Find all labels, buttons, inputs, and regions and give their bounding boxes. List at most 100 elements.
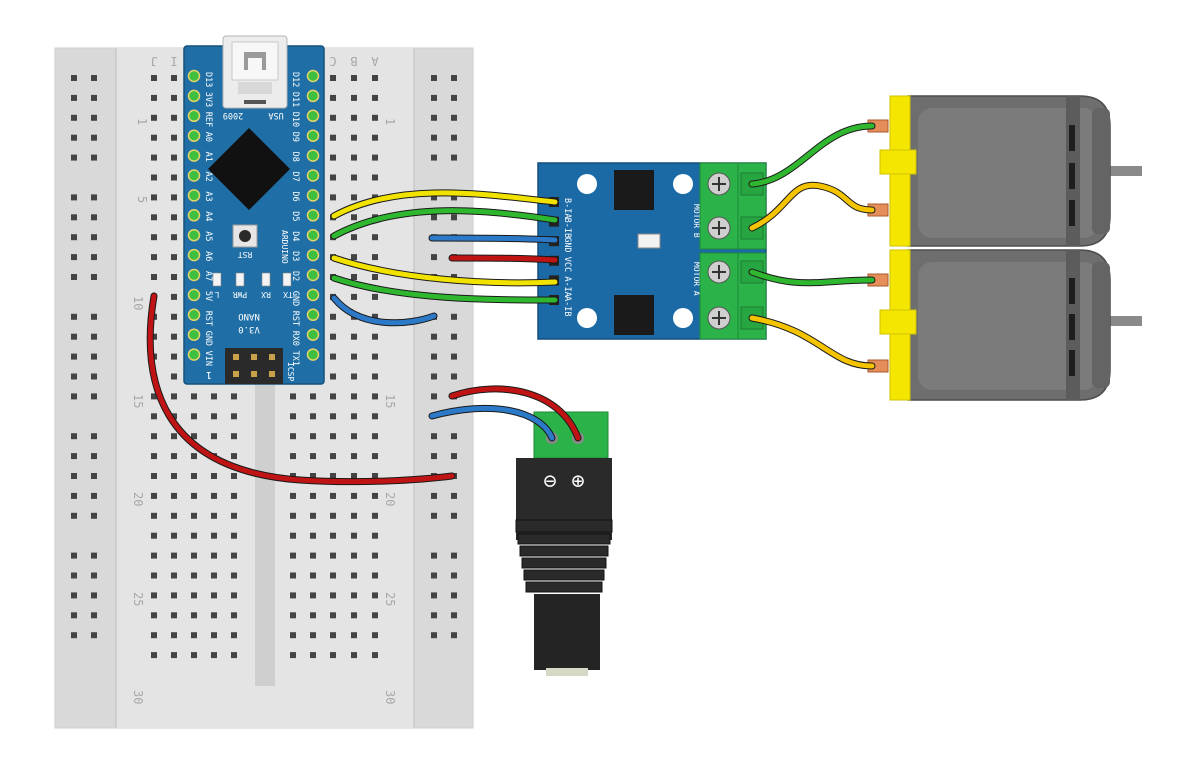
terminal-hole (330, 552, 336, 559)
rail-hole (431, 254, 437, 261)
nano-pin-right (306, 228, 320, 242)
terminal-hole (231, 433, 237, 440)
terminal-hole (191, 632, 197, 639)
nano-pin-label-left: RST (203, 311, 213, 326)
terminal-hole (231, 413, 237, 420)
terminal-hole (151, 254, 157, 261)
motor-b-label: MOTOR B (692, 204, 701, 238)
terminal-hole (151, 214, 157, 221)
mount-hole-icon (673, 174, 693, 194)
nano-pin-right (306, 308, 320, 322)
rail-hole (91, 552, 97, 559)
wire-red-vcc (449, 255, 558, 263)
terminal-hole (330, 532, 336, 539)
terminal-hole (290, 572, 296, 579)
terminal-hole (351, 254, 357, 261)
terminal-hole (171, 393, 177, 400)
rail-hole (91, 194, 97, 201)
nano-pin-label-right: RX0 (290, 331, 300, 346)
nano-pin-left (187, 169, 201, 182)
nano-origin: USA (268, 110, 283, 120)
terminal-hole (290, 612, 296, 619)
nano-pin-label-right: D2 (290, 271, 300, 281)
nano-pin-right (306, 89, 320, 103)
wire-blue-gnd-rail (331, 295, 437, 326)
nano-pin-label-left: 3V3 (203, 92, 213, 107)
terminal-hole (191, 473, 197, 479)
row-number-25-left: 25 (131, 592, 145, 606)
terminal-hole (372, 413, 378, 420)
rail-hole (431, 632, 437, 639)
rail-hole (451, 453, 457, 460)
terminal-hole (151, 154, 157, 161)
terminal-hole (171, 512, 177, 519)
terminal-hole (372, 333, 378, 340)
rail-hole (451, 592, 457, 599)
rail-hole (451, 194, 457, 201)
rail-hole (71, 194, 77, 201)
wire-yellow-a-ia (331, 255, 558, 286)
terminal-hole (310, 492, 316, 499)
nano-pin-right (306, 328, 320, 341)
rail-hole (431, 353, 437, 360)
nano-pin-headers (187, 69, 320, 361)
terminal-hole (351, 75, 357, 81)
terminal-hole (351, 293, 357, 300)
rail-hole (451, 214, 457, 221)
terminal-hole (211, 492, 217, 499)
nano-pin-label-left: A6 (203, 251, 213, 261)
terminal-hole (330, 313, 336, 320)
terminal-hole (351, 373, 357, 380)
rail-hole (71, 114, 77, 121)
led-tx-icon (282, 272, 292, 287)
terminal-hole (351, 453, 357, 460)
nano-year: 2009 (223, 110, 243, 120)
rail-hole (91, 572, 97, 579)
row-number-15-left: 15 (131, 394, 145, 408)
terminal-hole (330, 194, 336, 201)
rail-hole (91, 234, 97, 241)
rail-hole (71, 512, 77, 519)
rail-hole (91, 473, 97, 479)
nano-pin-label-right: RST (290, 311, 300, 326)
terminal-hole (171, 333, 177, 340)
terminal-hole (351, 214, 357, 221)
nano-pin-right (306, 109, 320, 123)
terminal-hole (290, 413, 296, 420)
nano-pin-right (306, 248, 320, 262)
nano-pin-label-left: REF (203, 112, 213, 127)
terminal-hole (351, 94, 357, 101)
rail-hole (71, 134, 77, 141)
terminal-hole (372, 473, 378, 479)
terminal-hole (372, 393, 378, 400)
terminal-hole (372, 592, 378, 599)
motor-a-label: MOTOR A (692, 262, 701, 296)
rail-hole (91, 274, 97, 280)
terminal-hole (171, 194, 177, 201)
rail-hole (71, 75, 77, 81)
terminal-hole (211, 612, 217, 619)
terminal-hole (372, 492, 378, 499)
terminal-hole (330, 114, 336, 121)
terminal-hole (351, 473, 357, 479)
rail-hole (91, 353, 97, 360)
terminal-hole (351, 174, 357, 181)
terminal-hole (171, 174, 177, 181)
terminal-hole (151, 393, 157, 400)
terminal-hole (330, 492, 336, 499)
led-label-rx: RX (261, 290, 271, 299)
rail-hole (71, 433, 77, 440)
row-number-30-left: 30 (131, 690, 145, 704)
driver-pin-label: A-IB (562, 296, 572, 316)
terminal-hole (290, 453, 296, 460)
terminal-hole (151, 433, 157, 440)
terminal-hole (372, 532, 378, 539)
icsp-label: ICSP (286, 362, 295, 381)
terminal-hole (330, 592, 336, 599)
minus-symbol-icon: ⊖ (543, 469, 556, 494)
nano-pin-right (306, 189, 320, 202)
column-letter-i: I (170, 54, 177, 68)
terminal-hole (310, 652, 316, 659)
terminal-hole (171, 532, 177, 539)
